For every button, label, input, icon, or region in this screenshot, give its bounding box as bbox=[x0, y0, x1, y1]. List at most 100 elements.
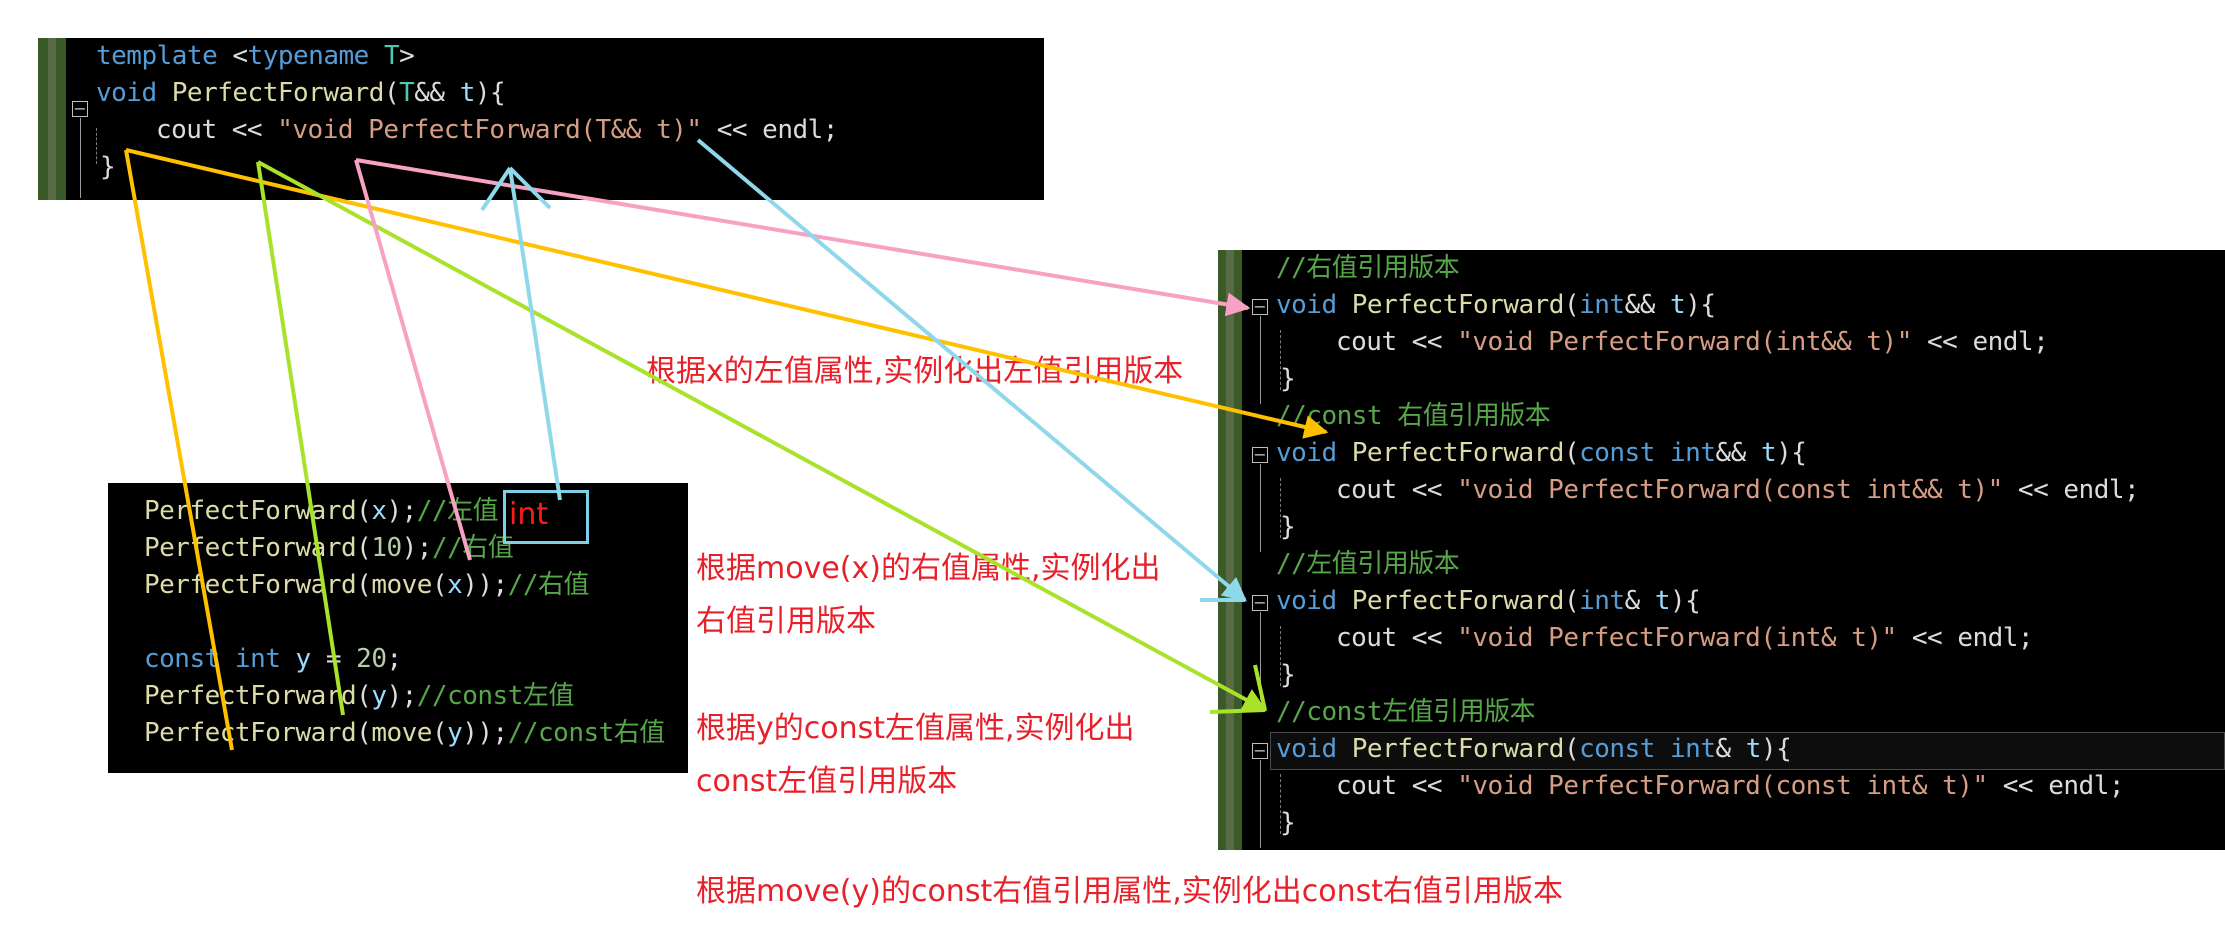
code-token: ) bbox=[1760, 734, 1777, 764]
code-line: } bbox=[1280, 361, 1296, 398]
code-token: t bbox=[459, 78, 476, 108]
code-token: void bbox=[1276, 734, 1352, 764]
code-token: 20 bbox=[356, 644, 387, 674]
code-token: //const 右值引用版本 bbox=[1276, 401, 1551, 431]
code-line: PerfectForward(10);//右值 bbox=[144, 530, 514, 567]
code-token: ( bbox=[1563, 290, 1580, 320]
code-token: } bbox=[1280, 512, 1296, 542]
code-token: << bbox=[231, 115, 278, 145]
code-token: << bbox=[1411, 771, 1458, 801]
code-token: > bbox=[399, 41, 415, 71]
code-token: move bbox=[371, 718, 432, 748]
code-token: ( bbox=[356, 496, 372, 526]
code-token: //const右值 bbox=[507, 718, 666, 748]
code-line: //const 右值引用版本 bbox=[1276, 398, 1551, 435]
code-token: cout bbox=[1336, 623, 1412, 653]
code-token: x bbox=[371, 496, 387, 526]
code-token: int bbox=[1579, 586, 1625, 616]
code-token: y bbox=[447, 718, 463, 748]
code-token: cout bbox=[156, 115, 232, 145]
code-token: //const左值 bbox=[416, 681, 575, 711]
code-line: //右值引用版本 bbox=[1276, 250, 1460, 287]
code-token: ; bbox=[386, 644, 402, 674]
code-token: < bbox=[232, 41, 248, 71]
code-token: << bbox=[1411, 623, 1458, 653]
code-line: void PerfectForward(int& t){ bbox=[1276, 583, 1701, 620]
code-token: int bbox=[1579, 290, 1625, 320]
code-token: && bbox=[414, 78, 460, 108]
code-token: //右值 bbox=[507, 570, 590, 600]
code-token: void bbox=[1276, 586, 1352, 616]
code-token: "void PerfectForward(int& t)" bbox=[1457, 623, 1897, 653]
collapse-toggle-icon[interactable]: − bbox=[1252, 593, 1268, 612]
code-line: void PerfectForward(T&& t){ bbox=[96, 75, 506, 112]
code-token: )); bbox=[462, 718, 508, 748]
code-token: ( bbox=[1563, 438, 1580, 468]
code-line: PerfectForward(x);//左值 bbox=[144, 493, 499, 530]
code-token: && bbox=[1624, 290, 1671, 320]
code-line: cout << "void PerfectForward(int& t)" <<… bbox=[1336, 620, 2034, 657]
code-token: //右值 bbox=[431, 533, 514, 563]
code-token: & bbox=[1715, 734, 1746, 764]
code-token: } bbox=[1280, 808, 1296, 838]
editor-gutter bbox=[38, 38, 66, 200]
code-token: ){ bbox=[1776, 438, 1807, 468]
code-token: void bbox=[1276, 290, 1352, 320]
code-token: cout bbox=[1336, 327, 1412, 357]
code-line: const int y = 20; bbox=[144, 641, 402, 678]
code-token: ){ bbox=[1685, 290, 1716, 320]
code-token: ); bbox=[386, 681, 417, 711]
code-token: template bbox=[96, 41, 233, 71]
code-token: ( bbox=[431, 718, 448, 748]
note-move-x-line2: 右值引用版本 bbox=[696, 604, 876, 639]
code-token: ( bbox=[383, 78, 400, 108]
code-token: int bbox=[234, 644, 296, 674]
code-token: PerfectForward bbox=[144, 681, 357, 711]
note-const-y-line1: 根据y的const左值属性,实例化出 bbox=[696, 711, 1135, 746]
code-line: cout << "void PerfectForward(int&& t)" <… bbox=[1336, 324, 2049, 361]
code-token: cout bbox=[1336, 771, 1412, 801]
code-line: template <typename T> bbox=[96, 38, 415, 75]
code-token: const bbox=[1579, 734, 1671, 764]
code-line: PerfectForward(move(y));//const右值 bbox=[144, 715, 665, 752]
indent-guide bbox=[96, 128, 97, 164]
code-token: PerfectForward bbox=[144, 533, 357, 563]
current-line-highlight bbox=[1270, 732, 2225, 770]
collapse-toggle-icon[interactable]: − bbox=[72, 99, 88, 118]
code-token: ( bbox=[356, 681, 372, 711]
editor-gutter bbox=[1218, 250, 1242, 850]
arrow-blue-1 bbox=[508, 167, 562, 501]
collapse-toggle-icon[interactable]: − bbox=[1252, 445, 1268, 464]
code-line: } bbox=[1280, 805, 1296, 842]
collapse-toggle-icon[interactable]: − bbox=[1252, 741, 1268, 760]
code-token: } bbox=[100, 152, 116, 182]
code-token: t bbox=[1654, 586, 1671, 616]
code-token: PerfectForward bbox=[1351, 290, 1565, 320]
scope-line bbox=[1260, 612, 1261, 700]
code-line: PerfectForward(move(x));//右值 bbox=[144, 567, 590, 604]
code-token: T bbox=[383, 41, 400, 71]
code-token: << endl; bbox=[2002, 475, 2140, 505]
code-token: PerfectForward bbox=[144, 570, 357, 600]
code-token: y bbox=[295, 644, 312, 674]
int-callout-label: int bbox=[509, 497, 549, 532]
code-line: void PerfectForward(const int&& t){ bbox=[1276, 435, 1807, 472]
code-token: PerfectForward bbox=[1351, 438, 1565, 468]
code-line: cout << "void PerfectForward(const int&&… bbox=[1336, 472, 2140, 509]
code-line: } bbox=[1280, 657, 1296, 694]
code-token: << endl; bbox=[1896, 623, 2034, 653]
collapse-toggle-icon[interactable]: − bbox=[1252, 297, 1268, 316]
code-token: ( bbox=[1563, 734, 1580, 764]
code-token: << bbox=[1411, 475, 1458, 505]
code-token: << endl; bbox=[1911, 327, 2049, 357]
code-token: //const左值引用版本 bbox=[1276, 697, 1536, 727]
code-line: } bbox=[1280, 509, 1296, 546]
code-token: t bbox=[1760, 438, 1777, 468]
code-token: & bbox=[1624, 586, 1655, 616]
code-token: ( bbox=[356, 718, 372, 748]
code-token: ( bbox=[1563, 586, 1580, 616]
code-token: t bbox=[1670, 290, 1686, 320]
code-token: cout bbox=[1336, 475, 1412, 505]
code-token: << bbox=[1411, 327, 1458, 357]
code-token: PerfectForward bbox=[1351, 586, 1565, 616]
